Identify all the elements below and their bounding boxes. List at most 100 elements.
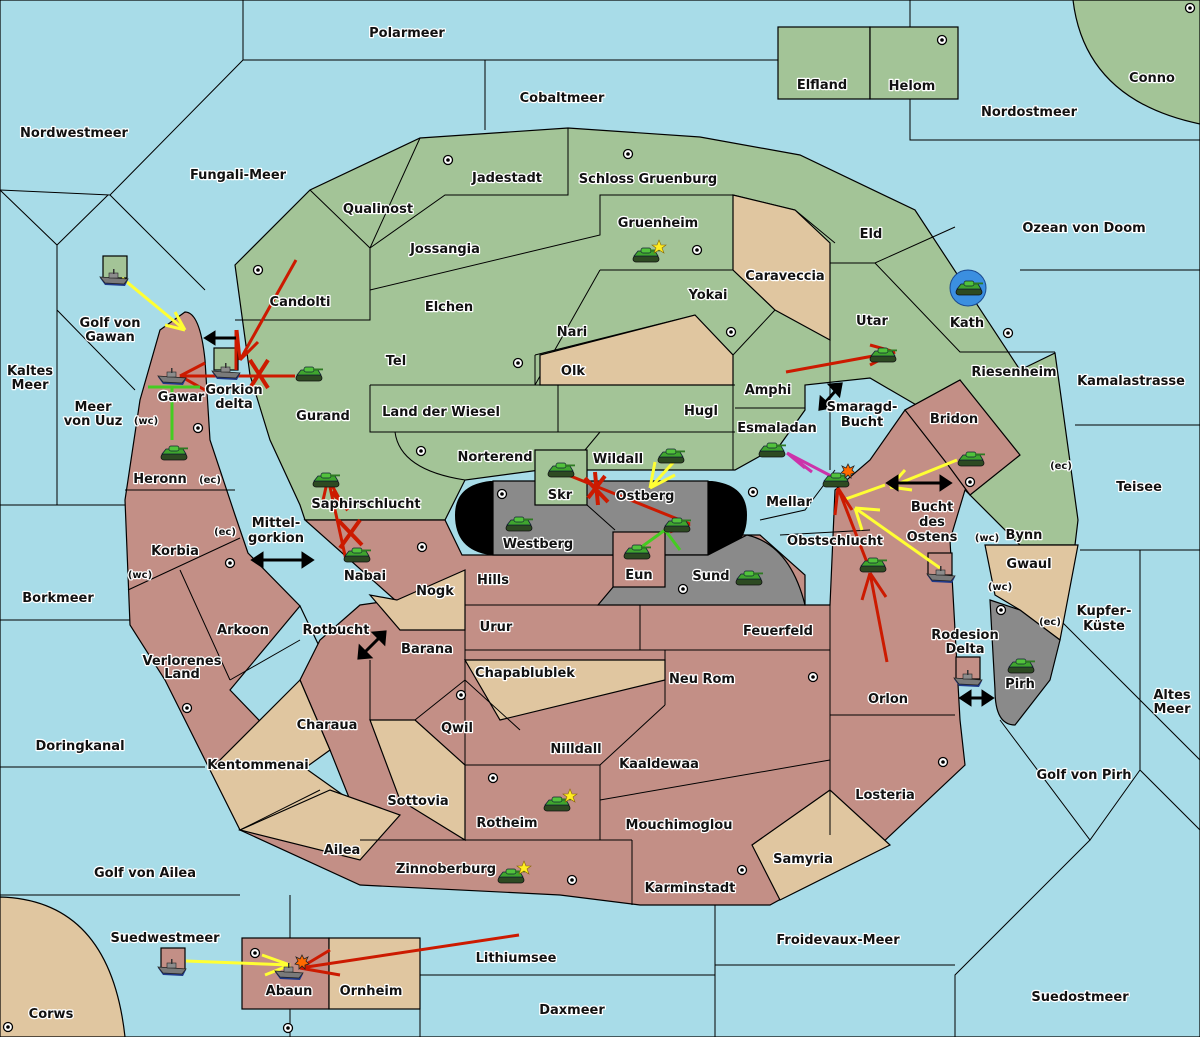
army-unit-obstschlucht[interactable] — [859, 557, 887, 573]
label-gruenheim: Gruenheim — [618, 216, 698, 231]
label-bucht3: Ostens — [907, 530, 958, 545]
province-labels: PolarmeerCobaltmeerNordwestmeerFungali-M… — [6, 25, 1193, 1024]
supply-center-icon — [415, 445, 427, 457]
label-suedostmeer: Suedostmeer — [1031, 990, 1129, 1005]
fleet-unit-abaun[interactable] — [274, 954, 310, 980]
supply-center-icon — [807, 671, 819, 683]
orders — [121, 259, 995, 977]
army-unit-bridon[interactable] — [957, 451, 985, 467]
label-riesenheim: Riesenheim — [971, 365, 1056, 380]
supply-center-icon — [936, 34, 948, 46]
army-unit-esmaladan[interactable] — [758, 442, 786, 458]
label-lithiumsee: Lithiumsee — [476, 951, 557, 966]
fleet-unit-rodesion-delta[interactable] — [953, 670, 983, 687]
army-unit-gruenheim[interactable] — [632, 239, 667, 263]
label-hills: Hills — [477, 573, 509, 588]
label-gawar: Gawar — [158, 390, 205, 405]
label-mellar: Mellar — [766, 495, 812, 510]
fleet-unit-gorkion-delta[interactable] — [211, 363, 241, 380]
label-sottovia: Sottovia — [387, 794, 448, 809]
coast-label-wc: (wc) — [128, 570, 152, 581]
province-elfland[interactable] — [777, 26, 871, 100]
supply-center-icon — [442, 154, 454, 166]
fleet-unit-golf-von-gawan[interactable] — [99, 269, 129, 286]
label-corws: Corws — [29, 1007, 74, 1022]
army-unit-skr[interactable] — [547, 462, 575, 478]
supply-center-icon — [249, 947, 261, 959]
supply-center-icon — [566, 874, 578, 886]
supply-center-icon — [1002, 327, 1014, 339]
label-gorkion2: delta — [215, 397, 253, 412]
label-nabai: Nabai — [344, 569, 386, 584]
army-unit-mellar[interactable] — [822, 463, 856, 488]
label-uuz2: von Uuz — [64, 414, 123, 429]
province-ailea[interactable] — [238, 789, 402, 861]
province-corws[interactable] — [0, 896, 126, 1037]
province-nogk[interactable] — [368, 569, 466, 631]
label-fungali: Fungali-Meer — [190, 168, 287, 183]
label-qwil: Qwil — [441, 721, 473, 736]
supply-center-icon — [2, 1021, 14, 1033]
army-unit-kath[interactable] — [949, 269, 987, 307]
impassable-west-cap — [455, 481, 495, 555]
province-conno[interactable] — [1072, 0, 1200, 125]
supply-center-icon — [416, 541, 428, 553]
label-suedwestmeer: Suedwestmeer — [110, 931, 220, 946]
province-eun[interactable] — [612, 531, 666, 588]
label-sund: Sund — [692, 569, 729, 584]
label-heronn: Heronn — [133, 472, 187, 487]
label-westberg: Westberg — [503, 537, 573, 552]
supply-center-icon — [496, 488, 508, 500]
fleet-unit-bucht-des-ostens[interactable] — [926, 566, 956, 583]
army-unit-westberg[interactable] — [505, 516, 533, 532]
fleet-unit-gawar[interactable] — [157, 368, 187, 385]
label-qualinost: Qualinost — [343, 202, 413, 217]
label-olk: Olk — [561, 364, 586, 379]
supply-center-icon — [725, 326, 737, 338]
supply-center-icon — [282, 1022, 294, 1034]
label-nordostmeer: Nordostmeer — [981, 105, 1078, 120]
label-korbia: Korbia — [151, 544, 199, 559]
army-unit-ostberg[interactable] — [663, 517, 691, 533]
province-ornheim[interactable] — [328, 937, 421, 1010]
other-orders — [786, 451, 836, 480]
label-eun: Eun — [625, 568, 652, 583]
coast-label-wc: (wc) — [134, 416, 158, 427]
army-unit-nabai[interactable] — [343, 547, 371, 563]
army-unit-rotheim[interactable] — [543, 788, 578, 812]
label-hugl: Hugl — [684, 404, 718, 419]
fleet-unit-suedwestmeer[interactable] — [157, 959, 187, 976]
label-gorkion1: Gorkion — [205, 383, 262, 398]
army-unit-zinnoberburg[interactable] — [497, 860, 532, 884]
supply-center-icon — [736, 864, 748, 876]
army-unit-heronn[interactable] — [160, 445, 188, 461]
label-pirh: Pirh — [1005, 677, 1035, 692]
supply-center-icon — [995, 604, 1007, 616]
label-bucht2: des — [919, 515, 945, 530]
supply-center-icon — [512, 357, 524, 369]
army-unit-wildall[interactable] — [657, 448, 685, 464]
coast-label-ec: (ec) — [199, 475, 221, 486]
supply-center-icon — [937, 756, 949, 768]
label-mittel2: gorkion — [248, 531, 304, 546]
label-yokai: Yokai — [687, 288, 727, 303]
coast-label-ec: (ec) — [214, 527, 236, 538]
province-skr[interactable] — [534, 449, 588, 506]
army-unit-eun[interactable] — [623, 544, 651, 560]
province-caraveccia[interactable] — [732, 194, 831, 342]
province-bridon[interactable] — [904, 379, 1021, 496]
army-unit-gurand[interactable] — [295, 366, 323, 382]
label-chapa: Chapablublek — [475, 666, 575, 681]
label-froidevaux: Froidevaux-Meer — [776, 933, 900, 948]
label-arkoon: Arkoon — [217, 623, 269, 638]
army-unit-saphirschlucht[interactable] — [312, 472, 340, 488]
province-olk[interactable] — [539, 314, 734, 386]
label-conno: Conno — [1129, 71, 1175, 86]
army-unit-pirh[interactable] — [1007, 658, 1035, 674]
label-samyria: Samyria — [773, 852, 833, 867]
label-urur: Urur — [480, 620, 513, 635]
army-unit-sund[interactable] — [735, 570, 763, 586]
supply-center-icon — [192, 422, 204, 434]
label-golfgawan2: Gawan — [85, 330, 134, 345]
army-unit-utar[interactable] — [869, 347, 897, 363]
